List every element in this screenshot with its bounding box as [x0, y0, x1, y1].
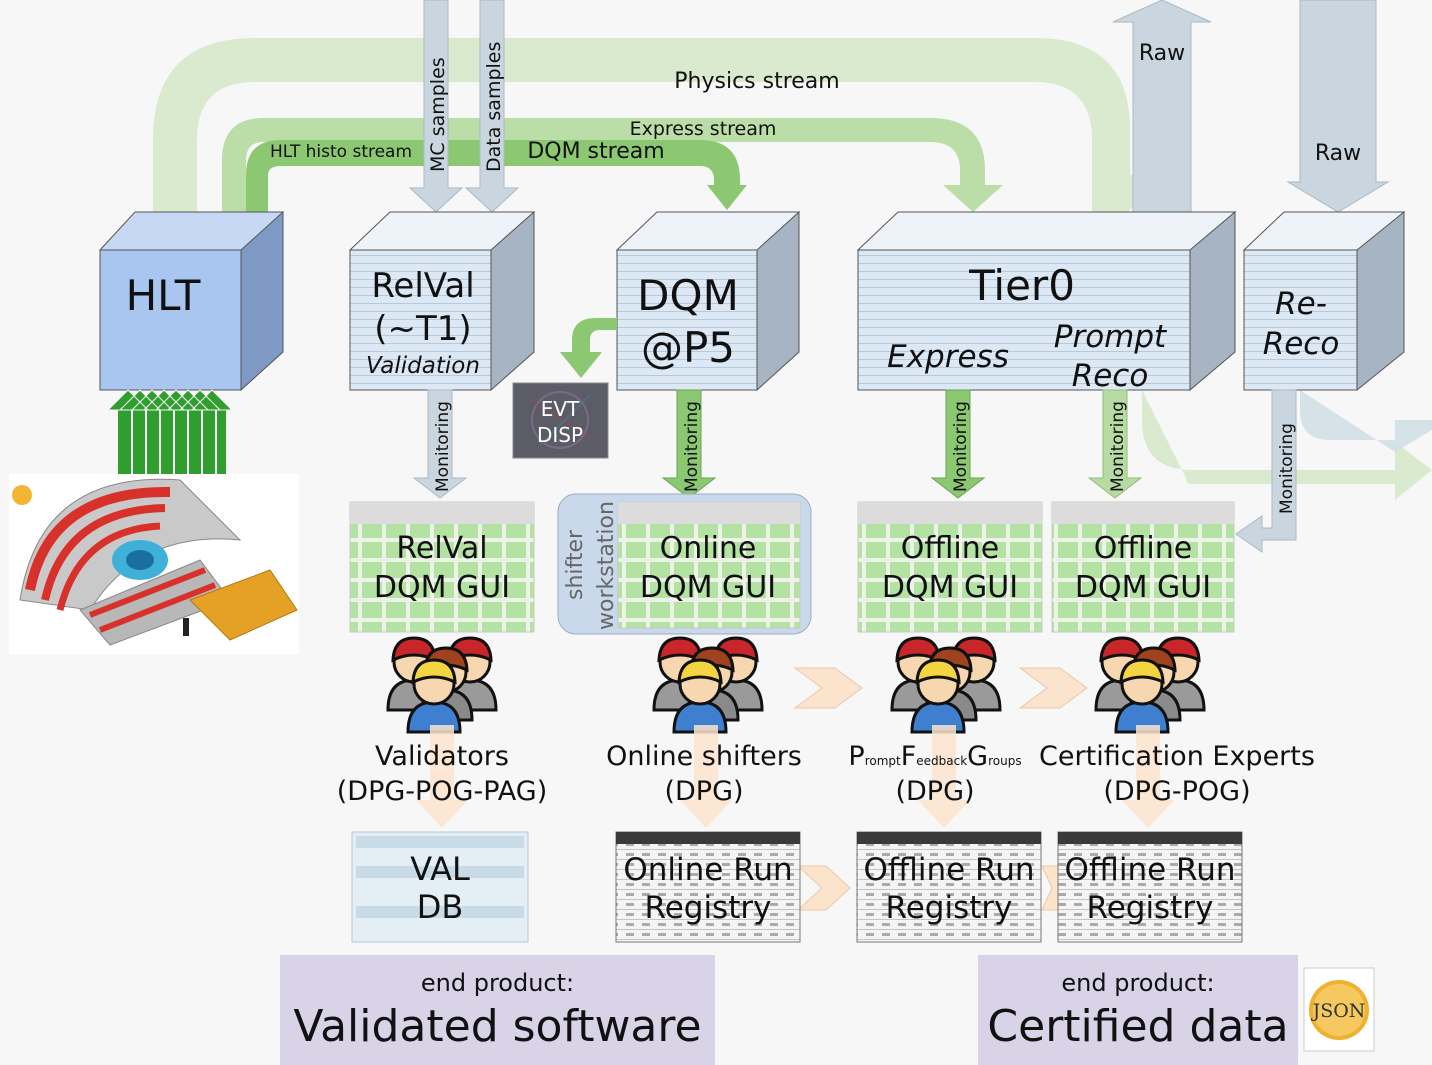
offline-dqm-gui-express: Offline DQM GUI — [857, 501, 1043, 633]
evt-disp-screenshot: EVT DISP — [512, 382, 609, 459]
monitoring-arrow-rereco: Monitoring — [1235, 389, 1297, 553]
dqm-stream-label: DQM stream — [527, 139, 664, 164]
pfg-people-icon — [890, 636, 1002, 734]
relval-dqm-gui: RelVal DQM GUI — [349, 501, 535, 633]
mc-samples-label: MC samples — [427, 57, 449, 172]
evt-disp-arrow — [560, 318, 617, 378]
monitoring-label-prompt: Monitoring — [1108, 401, 1128, 492]
relval-t1-label: (~T1) — [374, 309, 471, 349]
online-shifters-label: Online shifters — [606, 741, 802, 772]
hlt-daq-box: HLT — [98, 210, 285, 392]
cert-experts-label: Certification Experts — [1039, 741, 1315, 772]
offline-dqm-gui-prompt: Offline DQM GUI — [1051, 501, 1235, 633]
data-samples-arrow — [464, 0, 520, 213]
p5-label: @P5 — [641, 323, 735, 372]
shifter-workstation: shifter workstation Online DQM GUI — [557, 493, 812, 635]
detector-input-arrows — [106, 389, 234, 476]
raw-down-arrow — [1286, 0, 1390, 213]
dqm-p5-box: DQM @P5 — [615, 210, 801, 392]
dqm-stream-band — [246, 140, 747, 212]
online-shifters-sub-label: (DPG) — [664, 776, 743, 807]
monitoring-label-express: Monitoring — [951, 401, 971, 492]
end-product-right-caption: end product: — [1061, 969, 1215, 997]
physics-stream-band — [153, 38, 1160, 212]
flow-arrows-down — [416, 725, 1174, 828]
online-run-registry: Online Run Registry — [615, 831, 801, 943]
end-product-right-title: Certified data — [987, 1001, 1289, 1052]
raw-label-1: Raw — [1139, 41, 1185, 66]
data-samples-label: Data samples — [483, 42, 505, 172]
hlt-label: HLT — [126, 271, 201, 320]
express-stream-label: Express stream — [630, 118, 777, 140]
offline-run-registry-2: Offline Run Registry — [1057, 831, 1243, 943]
end-product-left-title: Validated software — [293, 1001, 702, 1052]
physics-stream-out — [1142, 390, 1432, 500]
workstation-label: workstation — [594, 501, 619, 630]
online-gui-line1: Online — [660, 531, 757, 566]
cms-detector-image — [9, 474, 299, 654]
json-badge: JSON — [1303, 967, 1375, 1052]
relval-validation-label: Validation — [366, 353, 480, 379]
offline-gui-1-line1: Offline — [901, 531, 999, 566]
online-registry-line1: Online Run — [623, 852, 792, 888]
online-gui-line2: DQM GUI — [640, 570, 776, 605]
end-product-certified-data: end product: Certified data — [978, 955, 1298, 1065]
offline-registry-2-line2: Registry — [1087, 890, 1214, 926]
cert-experts-sub-label: (DPG-POG) — [1103, 776, 1250, 807]
cert-experts-people-icon — [1094, 636, 1206, 734]
pfg-label: PromptFeedbackGroups — [848, 741, 1021, 772]
offline-registry-1-line2: Registry — [886, 890, 1013, 926]
raw-up-arrow — [1112, 0, 1212, 213]
db-label: DB — [417, 888, 464, 926]
offline-registry-2-line1: Offline Run — [1065, 852, 1236, 888]
monitoring-arrow-relval: Monitoring — [412, 389, 468, 499]
rereco-stream-out — [1300, 390, 1432, 452]
offline-run-registry-1: Offline Run Registry — [856, 831, 1042, 943]
dqm-label: DQM — [637, 271, 739, 320]
monitoring-arrow-express: Monitoring — [930, 389, 986, 499]
end-product-validated-software: end product: Validated software — [280, 955, 715, 1065]
offline-gui-2-line2: DQM GUI — [1075, 570, 1211, 605]
tier0-express-label: Express — [887, 339, 1009, 375]
rereco-reco-label: Reco — [1263, 326, 1340, 362]
validators-label: Validators — [375, 741, 509, 772]
online-shifters-people-icon — [652, 636, 764, 734]
tier0-box: Tier0 Express Prompt Reco — [856, 210, 1237, 394]
end-product-left-caption: end product: — [420, 969, 575, 997]
rereco-re-label: Re- — [1275, 286, 1327, 322]
validators-sub-label: (DPG-POG-PAG) — [337, 776, 547, 807]
relval-label: RelVal — [371, 266, 474, 306]
relval-gui-line1: RelVal — [396, 531, 487, 566]
shifter-label: shifter — [563, 529, 588, 600]
monitoring-arrow-dqm: Monitoring — [661, 389, 717, 499]
json-label: JSON — [1311, 1000, 1366, 1022]
monitoring-label-rereco: Monitoring — [1277, 423, 1297, 514]
evt-label: EVT — [541, 397, 580, 421]
mc-samples-arrow — [408, 0, 464, 213]
tier0-label: Tier0 — [968, 261, 1075, 310]
rereco-box: Re- Reco — [1242, 210, 1406, 392]
val-db-registry: VAL DB — [351, 831, 529, 943]
monitoring-label-dqm: Monitoring — [682, 401, 702, 492]
offline-gui-2-line1: Offline — [1094, 531, 1192, 566]
monitoring-label-relval: Monitoring — [433, 401, 453, 492]
tier0-prompt-label: Prompt — [1054, 319, 1168, 355]
monitoring-arrow-prompt: Monitoring — [1087, 389, 1143, 499]
offline-gui-1-line2: DQM GUI — [882, 570, 1018, 605]
relval-gui-line2: DQM GUI — [374, 570, 510, 605]
raw-label-2: Raw — [1315, 141, 1361, 166]
tier0-reco-label: Reco — [1072, 358, 1149, 394]
offline-registry-1-line1: Offline Run — [864, 852, 1035, 888]
validators-people-icon — [386, 636, 498, 734]
online-registry-line2: Registry — [645, 890, 772, 926]
relval-box: RelVal (~T1) Validation — [348, 210, 536, 392]
disp-label: DISP — [537, 423, 583, 447]
pfg-sub-label: (DPG) — [895, 776, 974, 807]
hlt-histo-stream-label: HLT histo stream — [270, 142, 412, 162]
val-label: VAL — [410, 850, 470, 888]
physics-stream-label: Physics stream — [674, 69, 839, 94]
